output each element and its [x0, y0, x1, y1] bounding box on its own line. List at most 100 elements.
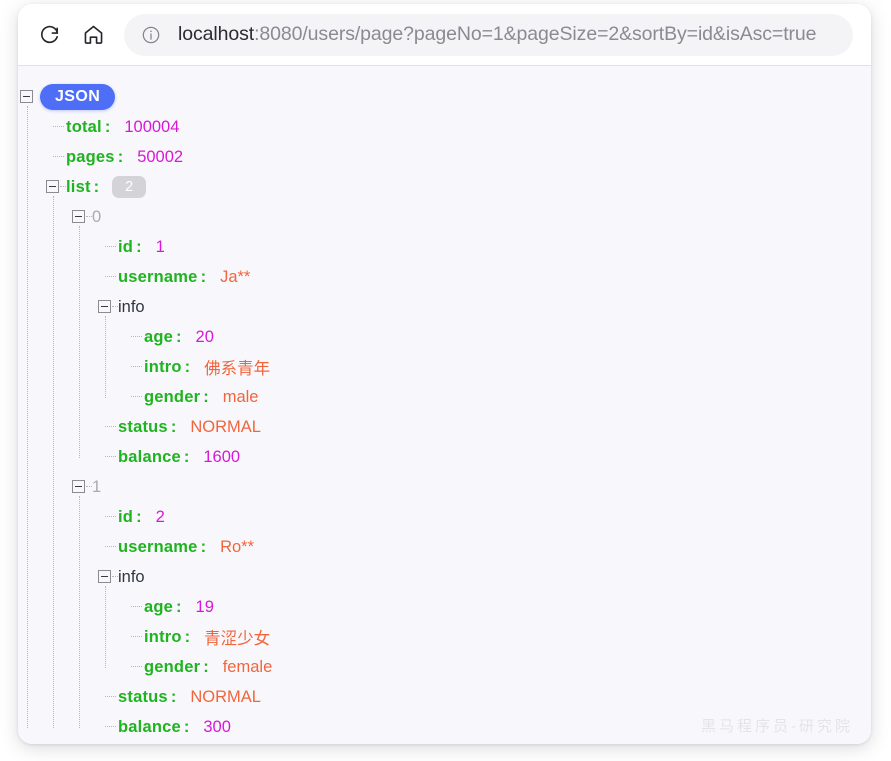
info-1-children: age: 19 intro: 青涩少女 gender: female — [96, 586, 871, 682]
key-age: age — [144, 597, 174, 616]
list-children: 0 id: 1 username: Ja** i — [44, 196, 871, 742]
key-intro: intro — [144, 357, 182, 376]
colon: : — [183, 447, 190, 466]
value-age: 19 — [195, 597, 214, 616]
row-balance[interactable]: balance: 1600 — [96, 442, 871, 472]
url-host: localhost — [178, 23, 255, 45]
key-id: id — [118, 507, 134, 526]
row-gender[interactable]: gender: female — [122, 652, 871, 682]
row-balance[interactable]: balance: 300 — [96, 712, 871, 742]
row-id[interactable]: id: 1 — [96, 232, 871, 262]
colon: : — [104, 117, 111, 136]
reload-icon[interactable] — [32, 18, 66, 52]
colon: : — [176, 327, 182, 346]
collapse-toggle-root[interactable] — [20, 90, 33, 103]
value-id: 2 — [155, 507, 165, 526]
value-gender: male — [222, 387, 259, 406]
label-info: info — [118, 567, 145, 586]
collapse-toggle-info-1[interactable] — [98, 570, 111, 583]
row-username[interactable]: username: Ro** — [96, 532, 871, 562]
colon: : — [170, 687, 177, 706]
colon: : — [136, 237, 142, 256]
collapse-toggle-list[interactable] — [46, 180, 59, 193]
key-intro: intro — [144, 627, 182, 646]
colon: : — [184, 627, 191, 646]
value-balance: 300 — [203, 717, 231, 736]
key-age: age — [144, 327, 174, 346]
colon: : — [200, 537, 207, 556]
row-gender[interactable]: gender: male — [122, 382, 871, 412]
value-intro: 青涩少女 — [204, 630, 271, 648]
watermark: 黑马程序员-研究院 — [701, 718, 853, 735]
colon: : — [93, 177, 100, 196]
key-gender: gender — [144, 657, 201, 676]
key-balance: balance — [118, 717, 181, 736]
info-icon[interactable] — [140, 24, 162, 46]
value-username: Ja** — [220, 267, 251, 286]
address-bar[interactable]: localhost:8080/users/page?pageNo=1&pageS… — [124, 13, 853, 56]
address-bar-url: localhost:8080/users/page?pageNo=1&pageS… — [178, 23, 816, 46]
row-info[interactable]: info — [96, 292, 871, 322]
row-username[interactable]: username: Ja** — [96, 262, 871, 292]
row-intro[interactable]: intro: 青涩少女 — [122, 622, 871, 652]
key-username: username — [118, 267, 198, 286]
value-username: Ro** — [220, 537, 254, 556]
row-intro[interactable]: intro: 佛系青年 — [122, 352, 871, 382]
row-info[interactable]: info — [96, 562, 871, 592]
url-path: :8080/users/page?pageNo=1&pageSize=2&sor… — [254, 23, 817, 45]
value-pages: 50002 — [137, 147, 184, 166]
collapse-toggle-item-1[interactable] — [72, 480, 85, 493]
row-total[interactable]: total: 100004 — [44, 112, 871, 142]
root-children: total: 100004 pages: 50002 list: 2 — [18, 106, 871, 742]
row-status[interactable]: status: NORMAL — [96, 412, 871, 442]
home-icon[interactable] — [76, 18, 110, 52]
json-root-row[interactable]: JSON — [18, 82, 871, 112]
json-viewer-panel: JSON total: 100004 pages: 50002 list: 2 — [18, 66, 871, 744]
key-total: total — [66, 117, 102, 136]
colon: : — [203, 657, 209, 676]
collapse-toggle-info-0[interactable] — [98, 300, 111, 313]
value-total: 100004 — [124, 117, 180, 136]
colon: : — [117, 147, 124, 166]
key-status: status — [118, 687, 168, 706]
row-list-item-0[interactable]: 0 — [70, 202, 871, 232]
collapse-toggle-item-0[interactable] — [72, 210, 85, 223]
colon: : — [183, 717, 190, 736]
key-username: username — [118, 537, 198, 556]
list-count-badge: 2 — [112, 176, 147, 198]
item-1-children: id: 2 username: Ro** info — [70, 496, 871, 742]
value-id: 1 — [155, 237, 165, 256]
list-index-1: 1 — [92, 477, 102, 496]
row-age[interactable]: age: 19 — [122, 592, 871, 622]
list-index-0: 0 — [92, 207, 102, 226]
row-list-item-1[interactable]: 1 — [70, 472, 871, 502]
key-id: id — [118, 237, 134, 256]
value-gender: female — [222, 657, 273, 676]
colon: : — [170, 417, 177, 436]
key-balance: balance — [118, 447, 181, 466]
browser-window: localhost:8080/users/page?pageNo=1&pageS… — [18, 4, 871, 744]
value-age: 20 — [195, 327, 214, 346]
colon: : — [203, 387, 209, 406]
json-root-badge[interactable]: JSON — [40, 84, 116, 110]
row-list[interactable]: list: 2 — [44, 172, 871, 202]
colon: : — [136, 507, 142, 526]
item-0-children: id: 1 username: Ja** info — [70, 226, 871, 472]
info-0-children: age: 20 intro: 佛系青年 gender: male — [96, 316, 871, 412]
key-list: list — [66, 177, 91, 196]
row-id[interactable]: id: 2 — [96, 502, 871, 532]
json-tree: JSON total: 100004 pages: 50002 list: 2 — [18, 82, 871, 742]
value-balance: 1600 — [203, 447, 241, 466]
value-status: NORMAL — [190, 417, 261, 436]
row-pages[interactable]: pages: 50002 — [44, 142, 871, 172]
colon: : — [200, 267, 207, 286]
key-pages: pages — [66, 147, 115, 166]
colon: : — [184, 357, 191, 376]
row-status[interactable]: status: NORMAL — [96, 682, 871, 712]
browser-toolbar: localhost:8080/users/page?pageNo=1&pageS… — [18, 4, 871, 66]
value-status: NORMAL — [190, 687, 261, 706]
key-gender: gender — [144, 387, 201, 406]
value-intro: 佛系青年 — [204, 360, 271, 378]
row-age[interactable]: age: 20 — [122, 322, 871, 352]
colon: : — [176, 597, 182, 616]
